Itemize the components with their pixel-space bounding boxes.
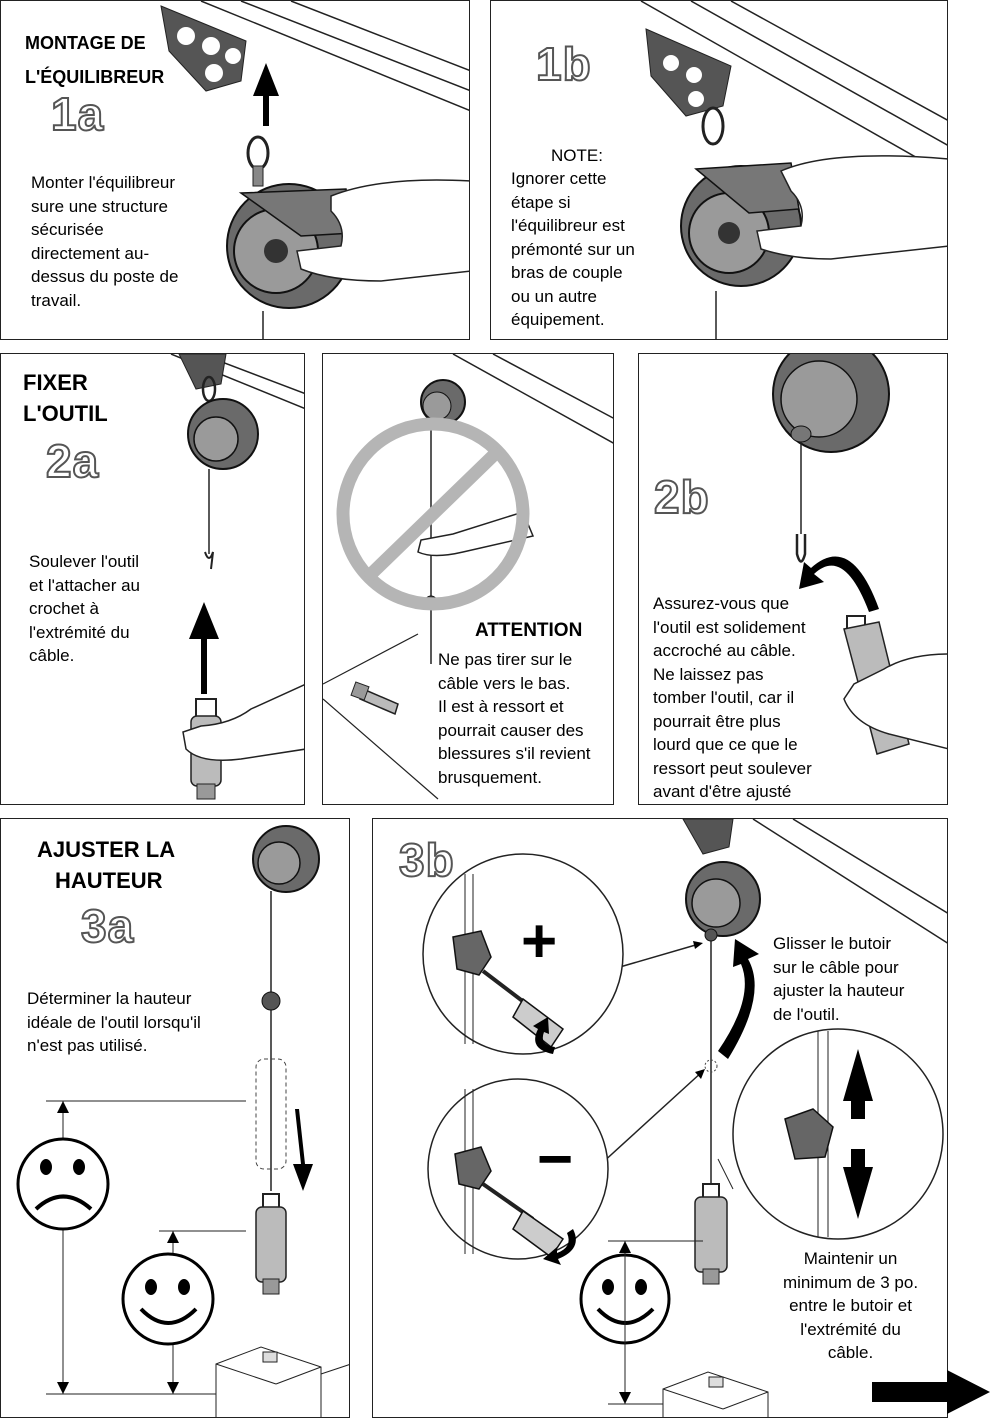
tool-icon [694, 1183, 728, 1285]
workstation-block [215, 1346, 349, 1417]
step-label-3a: 3a [80, 899, 135, 953]
minus-sign: − [537, 1125, 574, 1194]
workstation-block [662, 1371, 769, 1417]
instruction-text: Soulever l'outil et l'attacher au croche… [29, 552, 140, 665]
bracket-icon [682, 819, 734, 855]
height-illustration [16, 825, 349, 1417]
balancer-icon [226, 135, 354, 339]
tool-icon [255, 1193, 287, 1295]
instruction-text: Assurez-vous que l'outil est solidement … [653, 594, 812, 801]
note-text: Ignorer cette étape si l'équilibreur est… [511, 169, 635, 329]
stopper-icon [784, 1108, 834, 1160]
hand-icon [843, 653, 947, 750]
beam [752, 819, 947, 944]
step-label-3b: 3b [398, 833, 455, 887]
beam [323, 354, 613, 800]
ghost-tool-icon [255, 1058, 287, 1170]
panel-1a: MONTAGE DE L'ÉQUILIBREUR 1a Monter l'équ… [0, 0, 470, 340]
balancer-icon [187, 375, 259, 570]
balancer-icon [685, 861, 761, 1184]
curved-arrow-icon [799, 556, 879, 612]
attach-tool-illustration [170, 354, 304, 800]
bracket-icon [160, 5, 247, 92]
rotate-arrow-icon [543, 1229, 576, 1265]
stopper-adjust-illustration [422, 819, 947, 1417]
attention-title: ATTENTION [475, 620, 583, 641]
panel-3b: 3b + − Glisser le butoir sur le câble po… [372, 818, 948, 1418]
up-arrow-icon [189, 602, 219, 694]
panel-2a: FIXER L'OUTIL 2a Soulever l'outil et l'a… [0, 353, 305, 805]
step-label-1a: 1a [50, 87, 105, 141]
beam [640, 1, 947, 176]
bracket-icon [645, 28, 732, 117]
instruction-text: Déterminer la hauteur idéale de l'outil … [27, 989, 201, 1055]
heading-line1: FIXER [23, 370, 88, 395]
hand-icon [182, 684, 304, 761]
prohibited-icon [336, 417, 530, 611]
down-arrow-icon [293, 1109, 313, 1191]
rotate-arrow-icon [533, 1017, 555, 1054]
warning-illustration [323, 354, 613, 800]
balancer-icon [680, 106, 802, 339]
plus-sign: + [521, 907, 558, 976]
panel-3a: AJUSTER LA HAUTEUR 3a Déterminer la haut… [0, 818, 350, 1418]
up-arrow-icon [253, 63, 279, 126]
stopper-icon [452, 930, 492, 976]
heading-line2: HAUTEUR [55, 868, 163, 893]
step-label-1b: 1b [535, 37, 592, 91]
next-arrow-icon[interactable] [872, 1370, 990, 1414]
up-down-arrow-icon [843, 1049, 873, 1219]
instruction-text-bottom: Maintenir un minimum de 3 po. entre le b… [782, 1249, 919, 1362]
hand-icon [417, 511, 535, 557]
heading-line1: MONTAGE DE [25, 33, 146, 53]
stopper-detail-circle [732, 1028, 944, 1240]
dimension-lines [608, 1240, 703, 1405]
tighten-detail-circle [427, 1078, 609, 1265]
panel-1b: 1b NOTE: Ignorer cette étape si l'équili… [490, 0, 948, 340]
balancer-icon [772, 354, 890, 534]
note-title: NOTE: [551, 146, 603, 165]
panel-attention: ATTENTION Ne pas tirer sur le câble vers… [322, 353, 614, 805]
heading-line1: AJUSTER LA [37, 837, 176, 862]
instruction-text: Monter l'équilibreur sure une structure … [31, 173, 179, 310]
loosen-detail-circle [422, 853, 624, 1055]
step-label-2a: 2a [45, 434, 100, 488]
sad-face-icon [16, 1137, 110, 1231]
heading-line2: L'OUTIL [23, 401, 108, 426]
beam [200, 1, 469, 111]
step-label-2b: 2b [653, 470, 710, 524]
balancer-icon [252, 825, 320, 1191]
happy-face-icon [121, 1252, 215, 1346]
tool-icon [350, 681, 399, 716]
heading-line2: L'ÉQUILIBREUR [25, 67, 165, 87]
warning-text: Ne pas tirer sur le câble vers le bas. I… [438, 650, 591, 787]
curved-up-arrow-icon [718, 939, 759, 1059]
hook-icon [795, 534, 807, 563]
instruction-text-top: Glisser le butoir sur le câble pour ajus… [773, 934, 905, 1024]
hand-icon [756, 155, 947, 260]
premounted-illustration [640, 1, 947, 339]
hand-icon [296, 179, 469, 282]
mounting-illustration [160, 1, 469, 339]
stopper-icon [454, 1146, 492, 1190]
secure-tool-illustration [772, 354, 947, 755]
panel-2b: 2b Assurez-vous que l'outil est solideme… [638, 353, 948, 805]
